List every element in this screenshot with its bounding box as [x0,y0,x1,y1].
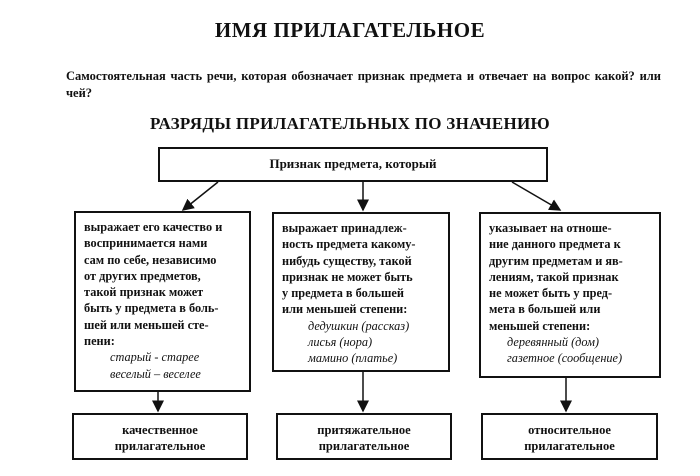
possessive-result-box: притяжательное прилагательное [276,413,452,460]
result-line: качественное [122,423,198,437]
description-line: мета в большей или [489,302,601,317]
definition: Самостоятельная часть речи, которая обоз… [66,68,661,102]
example: газетное (сообщение) [507,351,623,366]
description-line: такой признак может [84,285,204,300]
definition-text: Самостоятельная часть речи, которая обоз… [66,69,590,83]
description-line: другим предметам и яв- [489,253,623,268]
section-heading: РАЗРЯДЫ ПРИЛАГАТЕЛЬНЫХ ПО ЗНАЧЕНИЮ [149,114,550,133]
possessive-description-box: выражает принадлеж- ность предмета каком… [272,212,450,372]
description-line: не может быть у пред- [489,286,613,301]
result-line: притяжательное [317,423,411,437]
relative-description-box: указывает на отноше- ние данного предмет… [479,212,661,378]
description-line: быть у предмета в боль- [84,301,219,316]
description-line: или меньшей степени: [282,302,408,317]
description-line: лениям, такой признак [489,269,619,284]
arrow-to-relative [511,181,562,211]
description-line: признак не может быть [282,269,413,284]
description-line: от других предметов, [84,268,201,283]
description-line: нибудь существу, такой [282,253,412,268]
qualitative-result-box: качественное прилагательное [72,413,248,460]
root-box: Признак предмета, который [158,147,548,182]
arrow-to-qualitative [181,181,219,211]
description-line: шей или меньшей сте- [84,317,209,332]
description-line: воспринимается нами [84,236,208,251]
description-line: выражает его качество и [84,220,223,234]
example: дедушкин (рассказ) [308,318,410,333]
definition-question: какой? или чей? [66,69,662,100]
relative-result-box: относительное прилагательное [481,413,658,460]
example: мамино (платье) [308,351,398,366]
description-line: пени: [84,334,115,349]
description-line: ность предмета какому- [282,237,416,252]
result-line: прилагательное [318,439,410,453]
example: деревянный (дом) [507,335,600,350]
description-line: у предмета в большей [282,286,404,301]
description-line: меньшей степени: [489,318,591,333]
example: веселый – веселее [110,366,201,381]
description-line: сам по себе, независимо [84,252,217,267]
description-line: ние данного предмета к [489,237,621,252]
qualitative-description-box: выражает его качество и воспринимается н… [74,211,251,392]
description-line: выражает принадлеж- [282,221,407,235]
description-line: указывает на отноше- [489,221,612,235]
example: старый - старее [110,350,200,365]
example: лисья (нора) [308,335,373,350]
result-line: прилагательное [114,439,206,453]
page-title: ИМЯ ПРИЛАГАТЕЛЬНОЕ [214,18,486,42]
result-line: относительное [528,423,611,437]
result-line: прилагательное [524,439,615,453]
